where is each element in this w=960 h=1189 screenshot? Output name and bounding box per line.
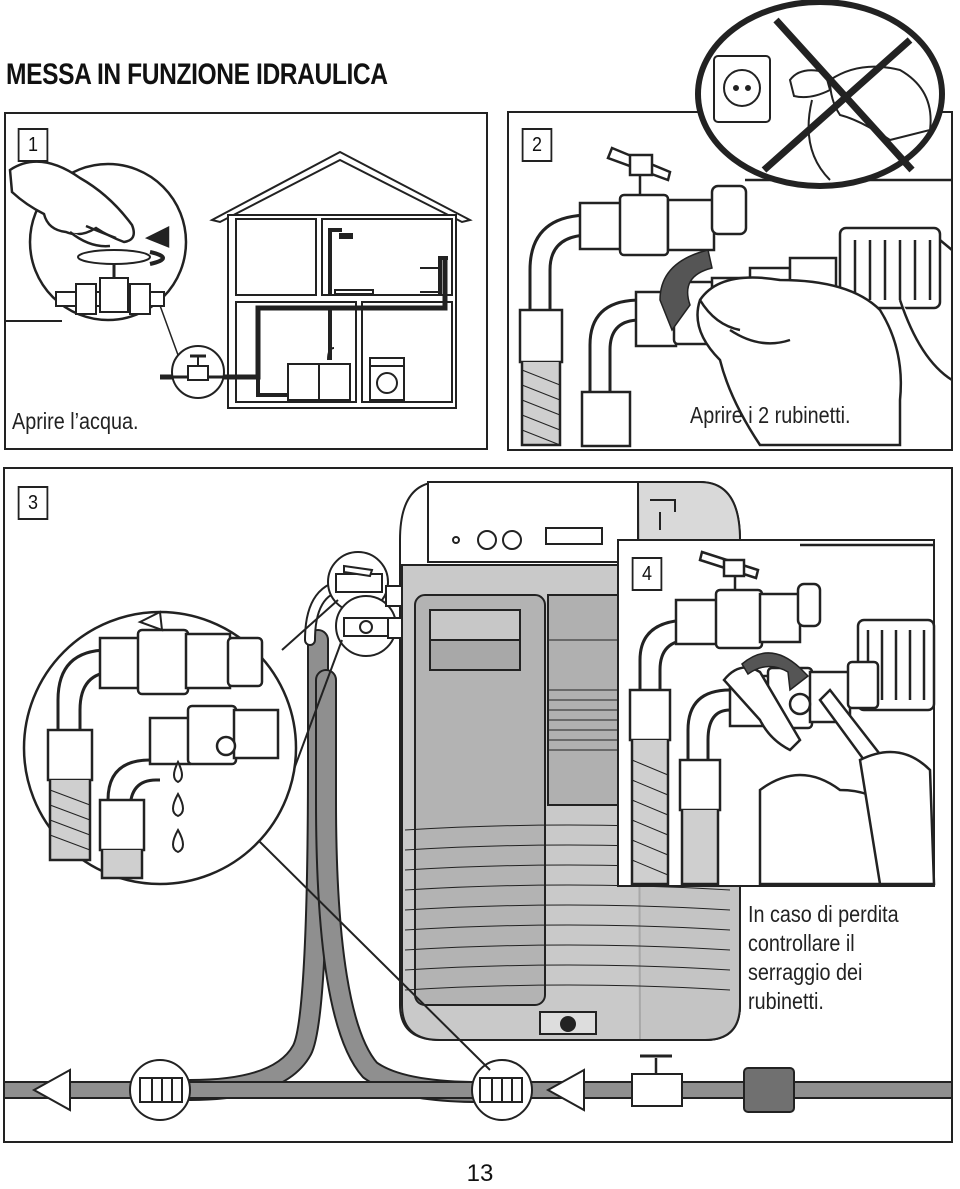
panel-1-number: 1: [17, 128, 49, 162]
page-number: 13: [466, 1160, 494, 1187]
panel-4-wrench-illustration: [628, 543, 936, 886]
page-title: MESSA IN FUNZIONE IDRAULICA: [6, 58, 388, 91]
panel-4-caption-line-4: rubinetti.: [748, 988, 824, 1014]
water-drop-icon: [172, 759, 184, 854]
leak-zoom-icon: [22, 610, 298, 886]
softener-unit-icon: [399, 481, 741, 1041]
pipe-fitting-icon: [129, 1059, 533, 1121]
flow-arrow-right-icon: [545, 1068, 585, 1112]
panel-2-caption: Aprire i 2 rubinetti.: [690, 402, 851, 428]
panel-1: [4, 112, 488, 450]
valve-detail-icon: [327, 551, 403, 657]
panel-4-number: 4: [631, 557, 663, 591]
unplug-forbidden-icon: [695, 0, 945, 189]
flow-arrow-left-icon: [31, 1068, 71, 1112]
panel-1-caption: Aprire l’acqua.: [12, 408, 139, 434]
panel-2-number: 2: [521, 128, 553, 162]
panel-4-caption: In caso di perdita controllare il serrag…: [748, 900, 899, 1016]
main-pipe-icon: [3, 1054, 953, 1113]
panel-4-caption-line-2: controllare il: [748, 930, 855, 956]
turn-arrow-icon: [741, 652, 810, 692]
panel-4-caption-line-1: In caso di perdita: [748, 901, 899, 927]
panel-3-number: 3: [17, 486, 49, 520]
rotate-arrow-icon: [659, 249, 713, 332]
panel-4-caption-line-3: serraggio dei: [748, 959, 863, 985]
hoses-icon: [179, 579, 491, 1103]
